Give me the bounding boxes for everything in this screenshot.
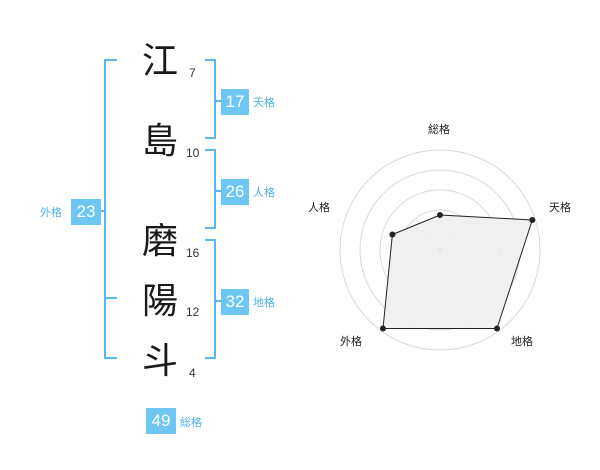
- radar-label-right: 天格: [549, 201, 571, 214]
- jinkaku-value-badge: 26: [221, 179, 249, 205]
- char-3: 磨: [141, 221, 178, 262]
- chikaku-bracket: [205, 239, 216, 359]
- gaikaku-label: 外格: [40, 206, 62, 219]
- radar-label-left: 人格: [308, 201, 330, 214]
- radar-label-top: 総格: [428, 123, 450, 136]
- radar-chart: [339, 149, 541, 351]
- radar-point-天格: [529, 217, 536, 223]
- stroke-count-1: 7: [189, 66, 196, 80]
- jinkaku-bracket: [205, 149, 216, 229]
- stroke-count-5: 4: [189, 366, 196, 380]
- chikaku-label: 地格: [253, 296, 275, 309]
- char-1: 江: [141, 41, 178, 82]
- soukaku-label: 総格: [180, 416, 202, 429]
- jinkaku-label: 人格: [253, 186, 275, 199]
- radar-point-人格: [389, 231, 396, 238]
- radar-point-総格: [437, 212, 443, 218]
- radar-label-bottom-right: 地格: [511, 335, 533, 348]
- radar-label-bottom-left: 外格: [340, 335, 362, 348]
- stroke-count-2: 10: [186, 146, 200, 160]
- soukaku-value-badge: 49: [146, 408, 176, 434]
- radar-point-地格: [494, 325, 500, 332]
- char-4: 陽: [141, 281, 178, 322]
- radar-points: [380, 212, 536, 332]
- stroke-count-3: 16: [186, 246, 200, 260]
- stroke-count-4: 12: [186, 305, 200, 319]
- radar-point-外格: [380, 325, 386, 332]
- char-2: 島: [141, 121, 178, 162]
- chikaku-value-badge: 32: [221, 289, 249, 315]
- brackets: [95, 59, 222, 359]
- tenkaku-bracket: [205, 59, 216, 139]
- char-5: 斗: [141, 341, 178, 382]
- gaikaku-value-badge: 23: [71, 199, 101, 225]
- radar-polygon: [382, 214, 533, 329]
- tenkaku-label: 天格: [253, 96, 275, 109]
- tenkaku-value-badge: 17: [221, 89, 249, 115]
- gaikaku-bracket: [104, 59, 117, 359]
